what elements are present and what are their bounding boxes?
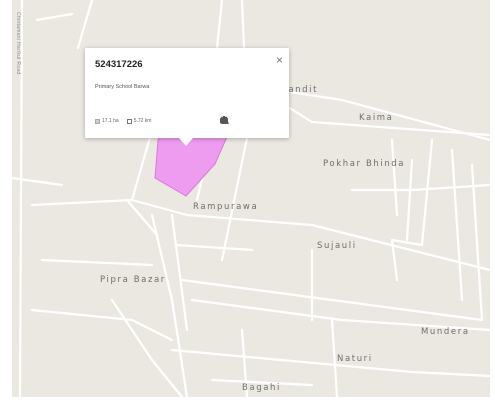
- perimeter-value: 5.72 km: [133, 118, 152, 124]
- place-label-naturi: Naturi: [337, 354, 373, 364]
- place-label-rampurawa: Rampurawa: [193, 202, 259, 212]
- place-label-kaima: Kaima: [359, 113, 394, 123]
- place-label-mundera: Mundera: [421, 327, 470, 337]
- popup-actions: [219, 115, 277, 125]
- edit-icon[interactable]: [221, 115, 245, 125]
- area-stat: 17.1 ha: [95, 118, 119, 124]
- area-value: 17.1 ha: [102, 118, 119, 124]
- place-label-pandit: Pandit: [282, 85, 319, 95]
- perimeter-icon: [126, 118, 132, 124]
- close-icon[interactable]: ×: [275, 53, 283, 67]
- field-id: 524317226: [95, 59, 143, 70]
- road-label: Chintamani Harikul Road: [15, 12, 21, 75]
- place-label-pipra-bazar: Pipra Bazar: [100, 275, 166, 285]
- camera-icon[interactable]: [220, 115, 261, 125]
- place-label-bagahi: Bagahi: [242, 383, 281, 393]
- place-label-pokhar-bhinda: Pokhar Bhinda: [323, 159, 406, 169]
- place-label-sujauli: Sujauli: [317, 241, 357, 251]
- field-name: Primary School Barwa: [95, 84, 150, 90]
- delete-icon[interactable]: [220, 115, 277, 125]
- map-canvas[interactable]: Chintamani Harikul Road Pandit Kaima Pok…: [12, 0, 490, 397]
- perimeter-stat: 5.72 km: [126, 118, 152, 124]
- field-stats: 17.1 ha 5.72 km: [95, 118, 155, 124]
- field-info-popup: 524317226 × Primary School Barwa 17.1 ha…: [85, 48, 289, 146]
- area-icon: [95, 118, 100, 124]
